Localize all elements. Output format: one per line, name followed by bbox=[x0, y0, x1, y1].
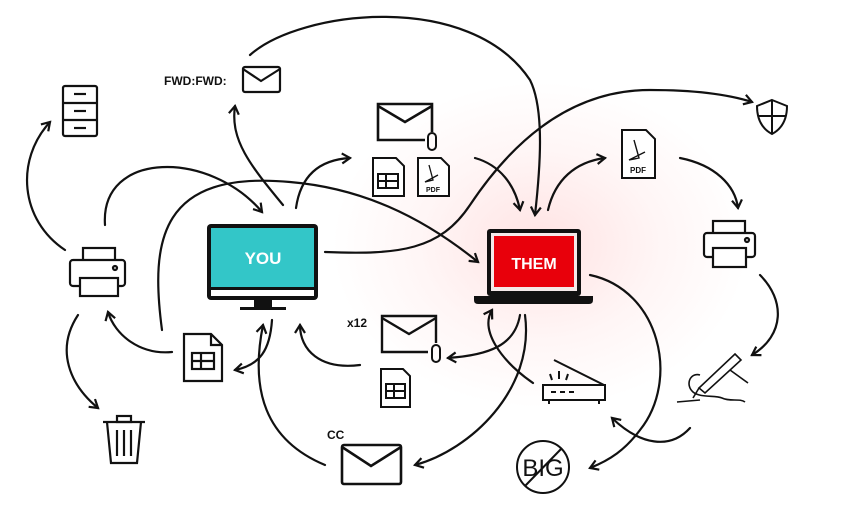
arrow-hand-to-scanner bbox=[610, 416, 692, 443]
arrow-them-to-pdf bbox=[546, 153, 608, 212]
arrow-you-to-fwd bbox=[228, 103, 285, 207]
arrow-them-to-big bbox=[588, 273, 662, 471]
spreadsheet-file-icon bbox=[182, 332, 224, 383]
fwd-label: FWD:FWD: bbox=[164, 74, 227, 88]
you-label: YOU bbox=[245, 249, 282, 268]
spreadsheet-file-icon bbox=[380, 368, 411, 408]
cc-email-icon bbox=[340, 443, 403, 486]
pdf-label: PDF bbox=[630, 166, 646, 175]
x12-label: x12 bbox=[347, 316, 367, 330]
printer-icon bbox=[702, 219, 757, 269]
you-screen bbox=[211, 228, 314, 287]
arrow-long-left-to-them bbox=[157, 179, 480, 332]
you-computer[interactable] bbox=[207, 224, 318, 310]
arrow-you-to-sheet bbox=[232, 318, 274, 375]
hand-signing-icon bbox=[676, 352, 749, 403]
arrow-them-to-x12 bbox=[445, 313, 522, 364]
arrow-printer-to-trash bbox=[65, 313, 100, 410]
arrow-you-to-attachments bbox=[294, 152, 353, 210]
pdf-file-icon bbox=[417, 157, 450, 197]
arrow-pdf-to-printer bbox=[678, 156, 743, 211]
arrow-sheet-to-printer bbox=[104, 310, 174, 354]
them-screen bbox=[494, 236, 574, 287]
spreadsheet-file-icon bbox=[372, 157, 405, 197]
arrow-cc-to-you bbox=[255, 322, 327, 467]
repeated-email-icon bbox=[380, 314, 441, 363]
pdf-file-icon bbox=[621, 129, 656, 179]
shield-icon bbox=[755, 98, 789, 136]
them-label: THEM bbox=[511, 256, 556, 273]
filing-cabinet-icon bbox=[61, 84, 99, 138]
forwarded-email-icon bbox=[241, 65, 282, 94]
scanner-icon bbox=[542, 359, 606, 404]
arrow-x12-to-you bbox=[294, 322, 362, 367]
arrow-printer-to-you bbox=[103, 165, 264, 227]
them-computer[interactable] bbox=[474, 229, 593, 304]
arrow-printer-to-hand bbox=[750, 273, 779, 357]
big-label: BIG bbox=[522, 455, 563, 482]
arrow-top-to-them bbox=[248, 15, 542, 218]
arrow-scanner-to-them bbox=[483, 308, 535, 385]
arrow-printer-to-cabinet bbox=[26, 120, 67, 252]
printer-icon bbox=[68, 246, 127, 298]
arrow-you-to-shield bbox=[323, 88, 754, 254]
trash-icon bbox=[103, 414, 145, 465]
cc-label: CC bbox=[327, 428, 345, 442]
arrow-them-to-cc bbox=[412, 313, 528, 469]
arrow-attachments-to-them bbox=[473, 156, 525, 213]
no-big-attachments-icon bbox=[516, 440, 570, 494]
pdf-label: PDF bbox=[426, 187, 441, 194]
email-attachment-icon bbox=[376, 102, 437, 151]
